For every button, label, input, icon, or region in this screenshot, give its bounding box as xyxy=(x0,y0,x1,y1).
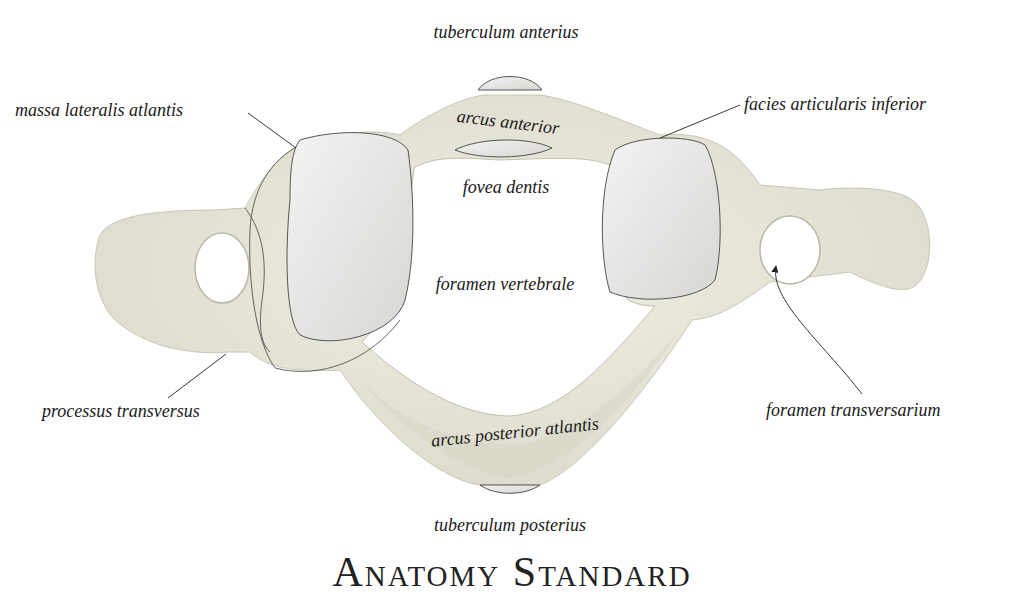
leader-line xyxy=(776,266,862,394)
part-label: tuberculum posterius xyxy=(434,515,586,536)
part-label: tuberculum anterius xyxy=(434,22,579,43)
part-label: processus transversus xyxy=(42,401,200,422)
foramen-transversarium-left xyxy=(195,233,249,303)
leader-line xyxy=(168,354,226,398)
part-label: foramen transversarium xyxy=(766,400,941,421)
foramen-transversarium-right xyxy=(760,216,820,284)
bone-body xyxy=(95,95,930,485)
leader-line xyxy=(660,105,740,138)
fovea-dentis-facet xyxy=(455,140,552,157)
part-label: foramen vertebrale xyxy=(436,274,574,295)
articular-facet-left xyxy=(287,133,413,341)
brand-watermark: Anatomy Standard xyxy=(332,548,691,596)
leader-line xyxy=(248,113,296,148)
outline-line xyxy=(245,208,270,352)
part-label: massa lateralis atlantis xyxy=(15,100,183,121)
part-label: fovea dentis xyxy=(463,177,549,198)
part-label: facies articularis inferior xyxy=(744,94,926,115)
anterior-tubercle xyxy=(478,77,542,91)
articular-facet-right xyxy=(602,138,720,299)
posterior-tubercle xyxy=(480,485,540,493)
